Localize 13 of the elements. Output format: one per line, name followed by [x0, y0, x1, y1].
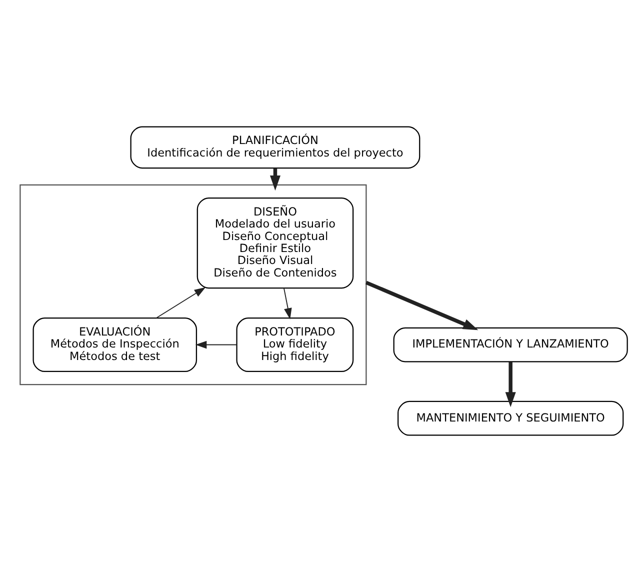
node-box: DISEÑO Modelado del usuario Diseño Conceptual Definir Estilo Diseño Visual Diseño de Contenidos — [196, 196, 354, 288]
arrow — [195, 340, 238, 348]
arrow — [505, 361, 516, 407]
arrow — [156, 286, 206, 318]
arrow — [270, 168, 280, 190]
node-box: EVALUACIÓN Métodos de Inspección Métodos de test — [32, 316, 198, 372]
node-box: MANTENIMIENTO Y SEGUIMIENTO — [398, 400, 624, 436]
node-box: PLANIFICACIÓN Identificación de requerimientos del proyecto — [130, 126, 420, 168]
arrow — [365, 280, 478, 330]
node-box: PROTOTIPADO Low fidelity High fidelity — [236, 316, 354, 372]
cluster — [20, 184, 367, 385]
arrow — [283, 287, 292, 319]
node-box: IMPLEMENTACIÓN Y LANZAMIENTO — [393, 326, 628, 362]
